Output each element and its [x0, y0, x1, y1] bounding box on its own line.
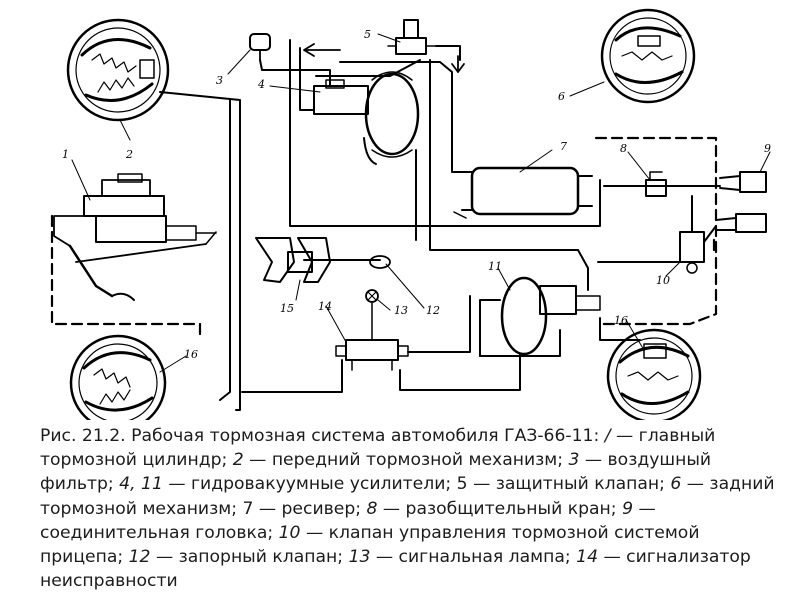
brake-lines	[159, 39, 721, 411]
label-13: 13	[394, 304, 408, 317]
rear-right-brake-mechanism	[600, 8, 696, 104]
caption-text: — передний тормозной механизм;	[243, 450, 569, 471]
label-16-left: 16	[184, 348, 198, 361]
hydrovacuum-booster-11	[500, 276, 601, 356]
caption-text: 6	[670, 474, 682, 495]
brake-system-diagram: 1 2 3 4 5 6 7 8 9 10 11 12 13 15 14 16 1…	[50, 8, 771, 420]
label-14: 14	[318, 300, 332, 313]
caption-text: — воздушный фильтр;	[40, 450, 712, 495]
label-6: 6	[558, 90, 565, 103]
disconnect-valve	[645, 171, 667, 197]
caption-text: — сигнализатор неисправности	[40, 547, 751, 592]
caption-text: — соединительная головка;	[40, 498, 656, 543]
label-15: 15	[280, 302, 294, 315]
rear-right-lower-brake-mechanism	[606, 328, 702, 420]
air-filter	[249, 33, 271, 61]
label-9: 9	[764, 142, 771, 155]
caption-text: 9	[622, 498, 633, 519]
trailer-control-valve	[679, 231, 705, 274]
caption-text: — гидровакуумные усилители; 5 — защитный…	[162, 474, 671, 495]
label-3: 3	[216, 74, 223, 87]
caption-text: 3	[568, 450, 580, 471]
caption-text: — клапан управления тормозной системой п…	[40, 522, 700, 568]
caption-text: — запорный клапан;	[150, 547, 349, 568]
caption-text: 4, 11	[119, 474, 163, 495]
figure-caption: Рис. 21.2. Рабочая тормозная система авт…	[40, 424, 775, 600]
shutoff-valve	[369, 255, 391, 269]
protective-valve	[387, 19, 437, 55]
label-10: 10	[656, 274, 670, 287]
caption-text: 2	[232, 450, 244, 471]
label-4: 4	[257, 78, 265, 91]
caption-text: /	[604, 426, 611, 446]
caption-text: Рис. 21.2. Рабочая тормозная система авт…	[40, 426, 605, 446]
dashed-lines	[50, 136, 718, 342]
part-labels: 1 2 3 4 5 6 7 8 9 10 11 12 13 15 14 16 1…	[62, 28, 771, 361]
label-8: 8	[620, 142, 627, 155]
label-11: 11	[488, 260, 502, 273]
malfunction-sensor	[335, 339, 409, 371]
coupling-heads	[715, 171, 767, 233]
caption-text: — сигнальная лампа;	[370, 547, 577, 568]
caption-text: 10	[278, 522, 301, 543]
leader-lines	[71, 33, 771, 373]
caption-text: 14	[576, 547, 599, 568]
caption-text: 12	[128, 547, 151, 568]
label-12: 12	[426, 304, 440, 317]
label-16-right: 16	[614, 314, 628, 327]
caption-text: — задний тормозной механизм; 7 — ресивер…	[40, 474, 775, 519]
receiver-tank	[453, 166, 593, 219]
label-1: 1	[62, 148, 69, 161]
label-5: 5	[364, 28, 371, 41]
bracket-assembly	[255, 237, 331, 283]
label-7: 7	[560, 140, 567, 153]
caption-text: 13	[348, 547, 371, 568]
master-brake-cylinder	[53, 173, 217, 301]
caption-text: 8	[366, 498, 378, 519]
caption-text: — главный тормозной цилиндр;	[40, 426, 716, 471]
front-left-brake-mechanism	[66, 18, 170, 122]
caption-text: — разобщительный кран;	[377, 498, 623, 519]
label-2: 2	[125, 148, 133, 161]
signal-lamp	[365, 289, 379, 341]
rear-left-brake-mechanism	[69, 334, 167, 420]
flow-arrows	[303, 43, 465, 73]
